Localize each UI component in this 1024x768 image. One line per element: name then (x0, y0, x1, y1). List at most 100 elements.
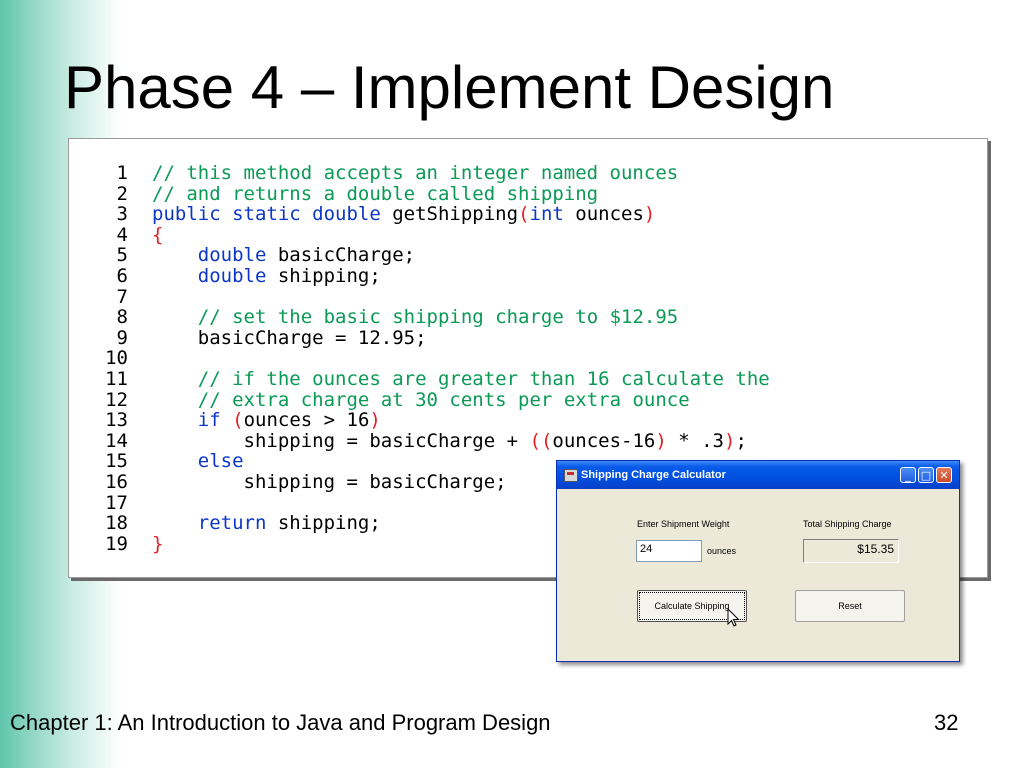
code-line: 14 shipping = basicCharge + ((ounces-16)… (69, 429, 747, 452)
code-token: getShipping (392, 203, 519, 226)
line-number: 14 (105, 429, 128, 452)
maximize-button[interactable]: □ (918, 467, 934, 483)
code-token: shipping; (266, 512, 381, 535)
code-token: ( (518, 203, 530, 226)
code-token: ) (369, 409, 381, 432)
slide-footer: Chapter 1: An Introduction to Java and P… (10, 710, 551, 735)
code-line: 19} (69, 532, 164, 555)
line-number: 1 (116, 162, 128, 184)
slide-title: Phase 4 – Implement Design (64, 54, 835, 121)
line-number: 19 (105, 532, 128, 555)
code-token: { (152, 223, 164, 246)
code-token: shipping; (266, 265, 381, 287)
code-token (152, 450, 198, 472)
line-number: 13 (105, 409, 128, 432)
code-token: return (197, 512, 267, 535)
total-label: Total Shipping Charge (803, 519, 892, 529)
line-number: 10 (105, 347, 128, 370)
line-number: 9 (116, 326, 128, 349)
code-line: 7 (69, 285, 152, 308)
code-line: 17 (69, 491, 152, 514)
reset-button[interactable]: Reset (795, 590, 905, 622)
code-line: 6 double shipping; (69, 266, 381, 287)
line-number: 5 (116, 244, 128, 267)
code-token: ) (655, 429, 667, 452)
close-icon: ✕ (939, 469, 949, 482)
total-output: $15.35 (803, 539, 899, 563)
code-token: // this method accepts an integer named … (152, 162, 679, 184)
code-token: ) (643, 203, 656, 226)
code-token: shipping = basicCharge + (152, 429, 530, 452)
line-number: 16 (105, 471, 128, 493)
code-line: 15 else (69, 450, 244, 473)
code-line: 10 (69, 348, 152, 369)
code-token (152, 512, 198, 534)
code-token: ounces (563, 203, 644, 226)
code-token (152, 368, 198, 390)
code-token (221, 409, 232, 431)
line-number: 17 (105, 491, 128, 514)
code-token: ) (724, 429, 736, 452)
page-number: 32 (934, 710, 959, 735)
code-token: if (197, 409, 221, 432)
line-number: 12 (105, 388, 128, 411)
code-token: basicCharge; (266, 244, 416, 267)
code-line: 13 if (ounces > 16) (69, 410, 381, 431)
code-token: shipping = basicCharge; (152, 471, 507, 493)
code-line: 2 // and returns a double called shipping (69, 182, 599, 205)
line-number: 15 (105, 450, 128, 473)
code-line: 18 return shipping; (69, 513, 381, 534)
line-number: 4 (116, 223, 128, 246)
shipping-calculator-window: Shipping Charge Calculator _ □ ✕ Enter S… (556, 460, 960, 662)
line-number: 2 (116, 182, 128, 205)
weight-label: Enter Shipment Weight (637, 519, 730, 529)
line-number: 6 (116, 265, 128, 287)
line-number: 7 (116, 285, 128, 308)
window-title: Shipping Charge Calculator (581, 469, 726, 481)
code-line: 4{ (69, 223, 164, 246)
code-token (152, 265, 198, 287)
code-line: 9 basicCharge = 12.95; (69, 326, 427, 349)
code-token: basicCharge = 12.95; (152, 326, 427, 349)
calculator-icon (564, 469, 578, 482)
code-token: double (197, 265, 267, 287)
code-token: // extra charge at 30 cents per extra ou… (197, 388, 690, 411)
line-number: 8 (116, 306, 128, 329)
code-token: * .3 (666, 429, 724, 452)
code-token: // if the ounces are greater than 16 cal… (197, 368, 770, 390)
code-line: 5 double basicCharge; (69, 244, 416, 267)
code-line: 3 public static double getShipping(int ou… (69, 203, 656, 226)
code-token: ounces-16 (552, 429, 656, 452)
weight-unit-label: ounces (707, 546, 737, 556)
code-token: int (529, 203, 564, 226)
code-token: } (152, 532, 164, 555)
window-titlebar[interactable]: Shipping Charge Calculator _ □ ✕ (557, 461, 959, 489)
code-line: 11 // if the ounces are greater than 16 … (69, 369, 770, 390)
line-number: 18 (105, 512, 128, 535)
code-token: (( (529, 429, 553, 452)
code-token (152, 409, 198, 431)
code-token: public static double (152, 203, 393, 226)
code-token (152, 389, 198, 411)
line-number: 3 (116, 203, 128, 226)
code-token: double (197, 244, 267, 267)
code-token: else (197, 450, 244, 473)
line-number: 11 (105, 368, 128, 390)
minimize-icon: _ (905, 469, 911, 482)
code-token: ounces > 16 (243, 409, 370, 432)
weight-input[interactable]: 24 (636, 540, 702, 562)
code-token (152, 306, 198, 328)
code-token: // and returns a double called shipping (152, 182, 599, 205)
code-line: 8 // set the basic shipping charge to $1… (69, 306, 679, 329)
code-line: 1 // this method accepts an integer named… (69, 162, 679, 184)
code-token: ( (232, 409, 244, 432)
mouse-cursor-icon (727, 608, 740, 627)
code-line: 12 // extra charge at 30 cents per extra… (69, 388, 690, 411)
code-line: 16 shipping = basicCharge; (69, 472, 507, 493)
minimize-button[interactable]: _ (900, 467, 916, 483)
maximize-icon: □ (920, 469, 932, 482)
code-token (152, 244, 198, 266)
close-button[interactable]: ✕ (936, 467, 952, 483)
code-token: ; (735, 429, 747, 452)
code-token: // set the basic shipping charge to $12.… (197, 306, 679, 329)
